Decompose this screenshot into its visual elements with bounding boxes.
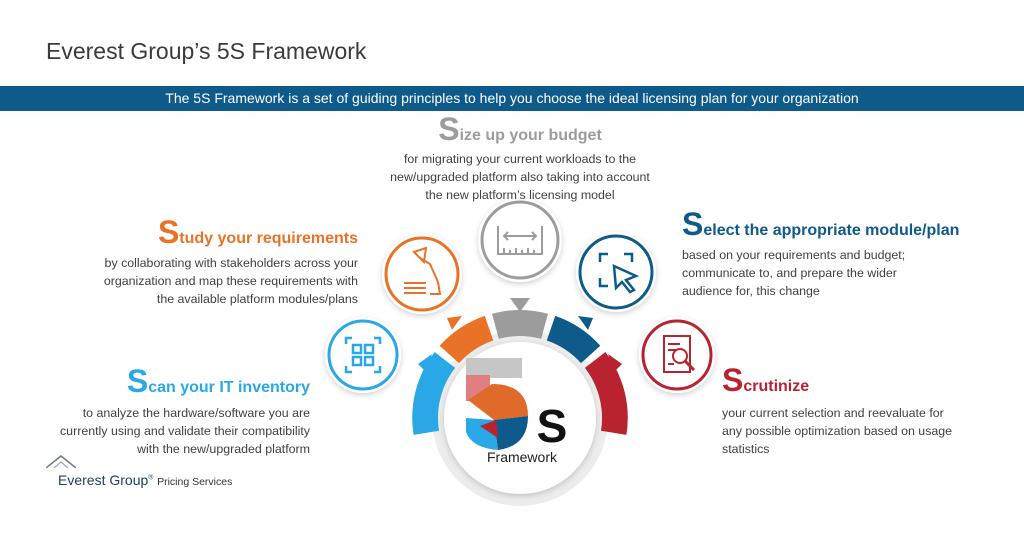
select-desc-line: based on your requirements and budget; <box>682 248 906 262</box>
scan-heading-cap: S <box>126 363 149 399</box>
everest-group-logo: Everest Group® Pricing Services <box>46 455 232 488</box>
pointer-size <box>510 298 530 312</box>
scrutinize-desc-line: statistics <box>722 442 770 456</box>
size-description: for migrating your current workloads to … <box>350 150 690 204</box>
page-title: Everest Group’s 5S Framework <box>46 38 367 64</box>
scrutinize-circle <box>639 317 715 393</box>
select-heading-rest: elect the appropriate module/plan <box>703 222 960 239</box>
scan-desc-line: currently using and validate their compa… <box>59 424 310 438</box>
study-description: by collaborating with stakeholders acros… <box>60 254 358 308</box>
size-heading: Size up your budget <box>395 113 645 145</box>
scan-description: to analyze the hardware/software you are… <box>20 404 310 458</box>
study-heading-cap: S <box>157 214 180 250</box>
size-desc-line: the new platform’s licensing model <box>425 188 615 202</box>
select-circle <box>576 232 656 312</box>
study-desc-line: organization and map these requirements … <box>103 274 358 288</box>
study-circle <box>382 234 462 314</box>
size-heading-cap: S <box>438 111 460 147</box>
arc-segment-scan <box>412 352 456 435</box>
select-description: based on your requirements and budget; c… <box>682 246 982 300</box>
study-desc-line: by collaborating with stakeholders acros… <box>104 256 358 270</box>
size-desc-line: new/upgraded platform also taking into a… <box>390 170 650 184</box>
scrutinize-desc-line: your current selection and reevaluate fo… <box>722 406 944 420</box>
select-heading: Select the appropriate module/plan <box>682 208 982 240</box>
scrutinize-description: your current selection and reevaluate fo… <box>722 404 1002 458</box>
report-magnifier-icon <box>663 335 696 373</box>
pointer-scan <box>418 354 432 372</box>
scrutinize-heading: Scrutinize <box>722 364 922 396</box>
size-circle <box>478 198 562 282</box>
scan-desc-line: to analyze the hardware/software you are <box>82 406 310 420</box>
arc-segment-scrutinize <box>584 352 628 435</box>
select-desc-line: communicate to, and prepare the wider <box>682 266 897 280</box>
select-heading-cap: S <box>682 206 704 242</box>
size-desc-line: for migrating your current workloads to … <box>403 152 637 166</box>
scan-frame-icon <box>344 336 382 374</box>
pointer-study <box>447 316 462 330</box>
pointer-scrutinize <box>608 354 622 372</box>
cursor-select-icon <box>598 252 640 294</box>
study-heading: Study your requirements <box>100 216 358 248</box>
study-desc-line: the available platform modules/plans <box>156 292 358 306</box>
brand-subtitle: Pricing Services <box>157 476 233 488</box>
five-s-letter: S <box>537 400 568 452</box>
study-heading-rest: tudy your requirements <box>179 230 358 247</box>
desk-lamp-books-icon <box>404 246 442 295</box>
arc-segment-study <box>439 315 494 364</box>
scrutinize-heading-cap: S <box>722 362 744 398</box>
five-logo-mark <box>466 358 528 450</box>
select-desc-line: audience for, this change <box>682 284 820 298</box>
framework-label: Framework <box>487 449 558 465</box>
registered-mark: ® <box>148 474 154 482</box>
scrutinize-heading-rest: crutinize <box>743 378 810 395</box>
scrutinize-desc-line: any possible optimization based on usage <box>722 424 953 438</box>
scan-heading: Scan your IT inventory <box>80 365 310 397</box>
brand-name: Everest Group <box>58 472 149 488</box>
measuring-ruler-icon <box>497 226 543 255</box>
scan-circle <box>325 317 401 393</box>
size-heading-rest: ize up your budget <box>459 127 602 144</box>
pointer-select <box>578 316 593 330</box>
scan-desc-line: with the new/upgraded platform <box>137 442 310 456</box>
arc-segment-select <box>546 315 601 364</box>
arc-segment-size <box>492 310 548 339</box>
scan-heading-rest: can your IT inventory <box>148 379 310 396</box>
intro-banner: The 5S Framework is a set of guiding pri… <box>0 86 1024 111</box>
mountain-peak-icon <box>46 455 76 468</box>
